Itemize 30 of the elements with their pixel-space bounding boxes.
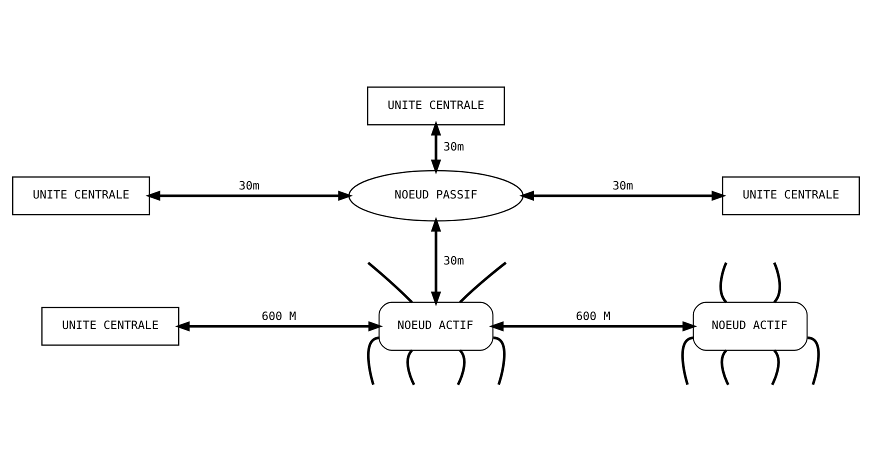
edge-label: 30m	[238, 178, 260, 192]
arrow	[430, 216, 442, 306]
arrow	[519, 190, 726, 200]
arrow	[175, 320, 384, 331]
connector	[771, 349, 780, 385]
node-box: NOEUD ACTIF	[692, 301, 808, 350]
node-box: UNITE CENTRALE	[41, 306, 180, 346]
connector	[459, 261, 507, 303]
connector	[367, 336, 380, 385]
node-box: UNITE CENTRALE	[722, 176, 860, 215]
connector	[773, 262, 782, 303]
connector	[493, 336, 506, 385]
arrow	[146, 190, 353, 200]
node-box: UNITE CENTRALE	[12, 176, 150, 215]
node-ellipse: NOEUD PASSIF	[348, 170, 524, 222]
connector	[719, 262, 728, 303]
edge-label: 30m	[612, 178, 634, 192]
node-box: UNITE CENTRALE	[367, 86, 505, 125]
edge-label: 30m	[443, 253, 464, 268]
arrow	[430, 120, 442, 174]
arrow	[488, 320, 698, 331]
connector	[406, 349, 416, 385]
connector	[681, 336, 694, 385]
edge-label: 600 M	[576, 308, 610, 322]
edge-label: 30m	[443, 139, 464, 154]
connector	[456, 349, 466, 385]
connector	[720, 349, 730, 385]
edge-label: 600 M	[262, 308, 296, 322]
node-box: NOEUD ACTIF	[378, 301, 494, 350]
connector	[367, 261, 413, 303]
